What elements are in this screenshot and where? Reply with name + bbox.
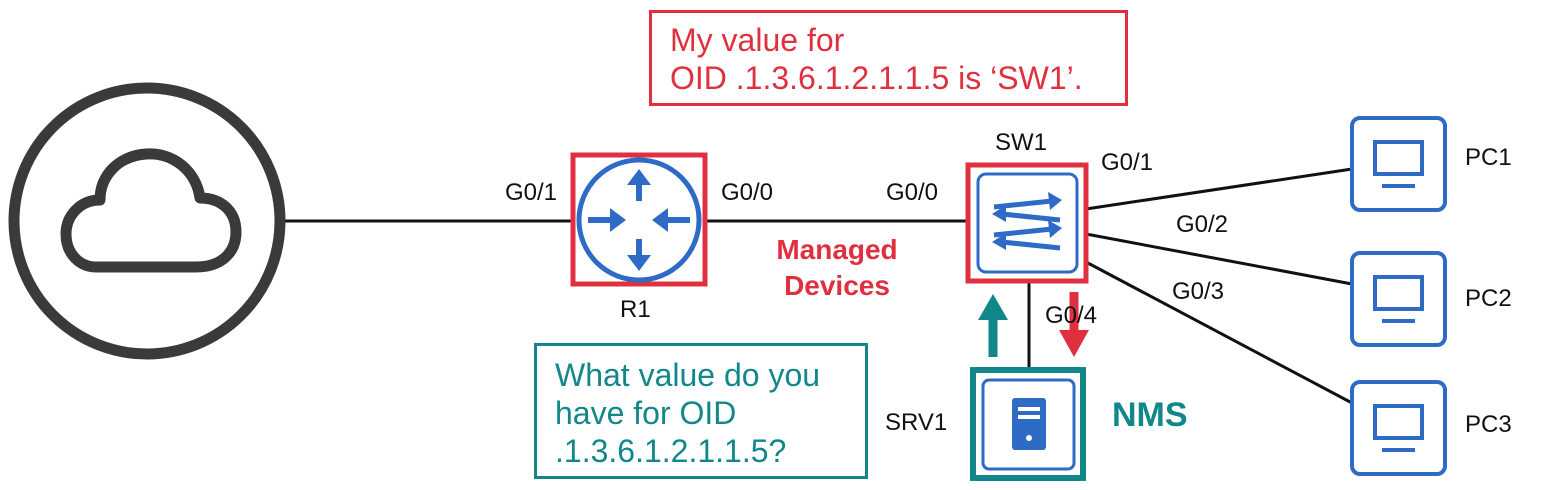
device-label-sw1: SW1 <box>995 129 1048 156</box>
nms-request-line2: have for OID <box>555 395 737 431</box>
managed-devices-label: Managed Devices <box>752 232 922 304</box>
managed-devices-label-line1: Managed <box>776 234 898 265</box>
interface-label-sw1-g02: G0/2 <box>1176 211 1229 238</box>
nms-label: NMS <box>1112 396 1188 434</box>
agent-response-callout: My value for OID .1.3.6.1.2.1.1.5 is ‘SW… <box>649 10 1128 106</box>
link-sw1-pc3 <box>1085 260 1353 405</box>
server-icon <box>970 367 1086 481</box>
device-label-r1: R1 <box>620 296 651 323</box>
nms-request-line1: What value do you <box>555 357 821 393</box>
interface-label-sw1-g01: G0/1 <box>1101 149 1154 176</box>
nms-request-line3: .1.3.6.1.2.1.1.5? <box>555 433 787 469</box>
device-label-pc1: PC1 <box>1465 144 1512 171</box>
interface-label-sw1-g00: G0/0 <box>886 179 939 206</box>
nms-request-callout: What value do you have for OID .1.3.6.1.… <box>534 343 868 479</box>
get-response-arrow <box>1059 292 1089 357</box>
cloud-icon <box>8 82 286 360</box>
device-label-pc2: PC2 <box>1465 285 1512 312</box>
agent-response-line2: OID .1.3.6.1.2.1.1.5 is ‘SW1’. <box>670 60 1083 96</box>
device-label-srv1: SRV1 <box>885 409 948 436</box>
agent-response-line1: My value for <box>670 22 845 58</box>
link-sw1-pc1 <box>1085 167 1353 211</box>
pc-icon <box>1350 251 1447 347</box>
link-sw1-pc2 <box>1085 232 1353 286</box>
router-icon <box>570 152 708 287</box>
interface-label-sw1-g04: G0/4 <box>1045 302 1098 329</box>
managed-devices-label-line2: Devices <box>784 270 890 301</box>
pc-icon <box>1350 380 1447 476</box>
pc-icon <box>1350 116 1447 212</box>
device-label-pc3: PC3 <box>1465 411 1512 438</box>
interface-label-r1-g00: G0/0 <box>721 179 774 206</box>
get-request-arrow <box>978 294 1008 357</box>
switch-icon <box>965 162 1089 284</box>
interface-label-r1-g01: G0/1 <box>505 179 558 206</box>
interface-label-sw1-g03: G0/3 <box>1172 278 1225 305</box>
